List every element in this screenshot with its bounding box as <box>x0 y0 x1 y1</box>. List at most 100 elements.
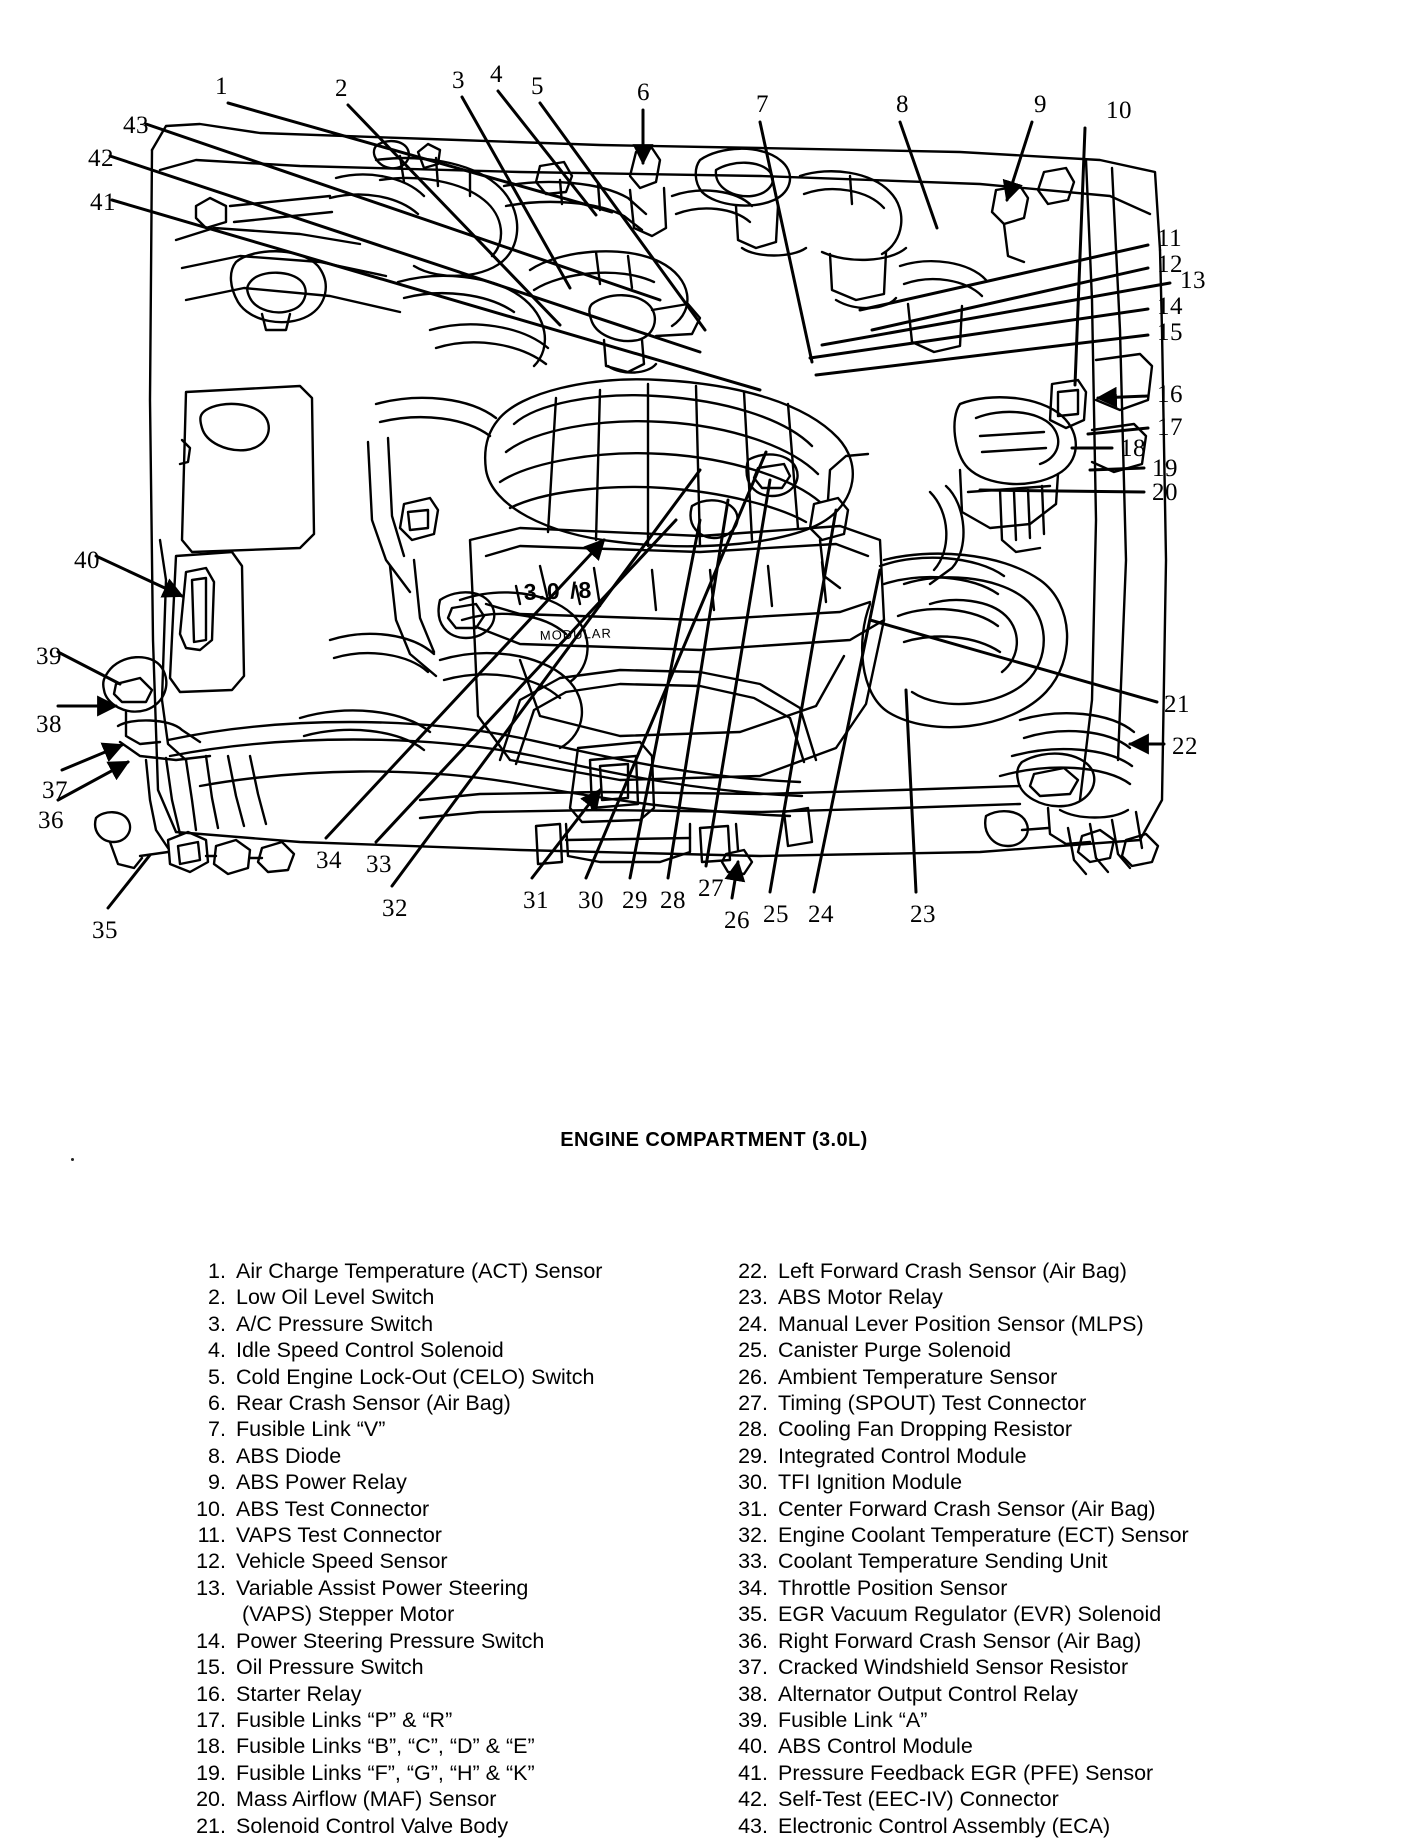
legend-item-4: 4. Idle Speed Control Solenoid <box>176 1337 716 1363</box>
legend-item-41: 41.Pressure Feedback EGR (PFE) Sensor <box>718 1760 1338 1786</box>
legend-item-number: 4 <box>208 1338 220 1363</box>
legend-item-number: 25 <box>738 1338 762 1363</box>
legend-item-number: 3 <box>208 1311 220 1336</box>
callout-number-11: 11 <box>1157 225 1183 252</box>
leader-line-34 <box>324 538 606 840</box>
legend-item-label: Idle Speed Control Solenoid <box>236 1338 504 1363</box>
legend-item-dot: . <box>220 1734 226 1759</box>
legend-item-dot: . <box>762 1470 768 1495</box>
legend-item-dot: . <box>220 1549 226 1574</box>
leader-line-15 <box>814 333 1150 377</box>
legend-item-23: 23.ABS Motor Relay <box>718 1284 1338 1310</box>
callout-number-35: 35 <box>92 917 118 944</box>
legend-item-number: 7 <box>208 1417 220 1442</box>
legend-item-2: 2.Low Oil Level Switch <box>176 1284 716 1310</box>
legend-item-number: 36 <box>738 1628 762 1653</box>
legend-item-number: 11 <box>197 1523 220 1548</box>
legend-item-dot: . <box>762 1655 768 1680</box>
legend-item-number: 39 <box>738 1707 762 1732</box>
legend-item-39: 39. Fusible Link “A” <box>718 1707 1338 1733</box>
legend-item-number: 13 <box>196 1575 220 1600</box>
legend-item-dot: . <box>762 1760 768 1785</box>
legend-item-label: Self-Test (EEC-IV) Connector <box>778 1787 1059 1812</box>
legend-item-25: 25.Canister Purge Solenoid <box>718 1337 1338 1363</box>
legend-item-label: ABS Test Connector <box>236 1496 430 1521</box>
legend-item-dot: . <box>220 1523 226 1548</box>
callout-number-43: 43 <box>123 112 149 139</box>
legend-item-label: Alternator Output Control Relay <box>778 1681 1078 1706</box>
legend-item-dot: . <box>220 1259 226 1283</box>
legend-item-dot: . <box>220 1681 226 1706</box>
callout-number-32: 32 <box>382 895 408 922</box>
callout-number-27: 27 <box>698 875 724 902</box>
legend-item-dot: . <box>220 1655 226 1680</box>
leader-line-26 <box>724 859 746 900</box>
legend-item-label: A/C Pressure Switch <box>236 1311 434 1336</box>
legend-item-number: 22 <box>738 1259 762 1283</box>
leader-line-24 <box>812 568 882 894</box>
legend-item-43: 43.Electronic Control Assembly (ECA) <box>718 1813 1338 1839</box>
legend-item-dot: . <box>762 1443 768 1468</box>
leader-line-25 <box>768 508 838 894</box>
legend-item-31: 31.Center Forward Crash Sensor (Air Bag) <box>718 1496 1338 1522</box>
leader-line-35 <box>106 853 152 910</box>
callout-number-40: 40 <box>74 547 100 574</box>
leader-line-21 <box>868 618 1159 704</box>
legend-item-35: 35.EGR Vacuum Regulator (EVR) Solenoid <box>718 1601 1338 1627</box>
legend-item-32: 32.Engine Coolant Temperature (ECT) Sens… <box>718 1522 1338 1548</box>
legend-item-dot: . <box>220 1575 226 1600</box>
callout-number-6: 6 <box>637 79 650 106</box>
legend-item-label: Cooling Fan Dropping Resistor <box>778 1417 1072 1442</box>
leader-line-36 <box>56 760 130 802</box>
legend-item-label: Canister Purge Solenoid <box>778 1338 1012 1363</box>
callout-number-19: 19 <box>1152 455 1178 482</box>
callout-number-34: 34 <box>316 847 342 874</box>
legend-item-30: 30.TFI Ignition Module <box>718 1469 1338 1495</box>
legend-item-38: 38.Alternator Output Control Relay <box>718 1681 1338 1707</box>
legend-item-label: Pressure Feedback EGR (PFE) Sensor <box>778 1760 1154 1785</box>
leader-line-27 <box>704 478 772 868</box>
leader-line-9 <box>1002 120 1034 202</box>
legend-item-dot: . <box>762 1707 768 1732</box>
legend-item-number: 32 <box>738 1523 762 1548</box>
legend-item-10: 10.ABS Test Connector <box>176 1496 716 1522</box>
leader-line-19 <box>1088 466 1146 472</box>
leader-line-4 <box>496 89 598 217</box>
legend-item-number: 6 <box>208 1391 220 1416</box>
legend-item-dot: . <box>762 1575 768 1600</box>
legend-column-right: 22.Left Forward Crash Sensor (Air Bag)23… <box>718 1258 1338 1839</box>
legend-item-21: 21.Solenoid Control Valve Body <box>176 1813 716 1839</box>
legend-item-label: Ambient Temperature Sensor <box>778 1364 1058 1389</box>
legend-item-number: 40 <box>738 1734 762 1759</box>
legend-item-26: 26.Ambient Temperature Sensor <box>718 1364 1338 1390</box>
legend-item-dot: . <box>220 1364 226 1389</box>
legend-item-label: Cold Engine Lock-Out (CELO) Switch <box>236 1364 595 1389</box>
leader-line-42 <box>108 154 702 354</box>
legend-item-number: 15 <box>196 1655 220 1680</box>
callout-number-39: 39 <box>36 643 62 670</box>
callout-number-38: 38 <box>36 711 62 738</box>
legend-item-number: 27 <box>738 1391 762 1416</box>
legend-item-dot: . <box>762 1681 768 1706</box>
legend-item-label: Fusible Links “B”, “C”, “D” & “E” <box>236 1734 535 1759</box>
legend-item-dot: . <box>220 1707 226 1732</box>
svg-text:MODULAR: MODULAR <box>540 625 612 643</box>
legend-item-label: Fusible Link “A” <box>778 1707 928 1732</box>
legend-item-11: 11.VAPS Test Connector <box>176 1522 716 1548</box>
legend-item-label: Starter Relay <box>236 1681 362 1706</box>
legend-item-label: Cracked Windshield Sensor Resistor <box>778 1655 1129 1680</box>
legend-item-number: 43 <box>738 1813 762 1838</box>
legend-item-9: 9.ABS Power Relay <box>176 1469 716 1495</box>
legend-item-dot: . <box>762 1602 768 1627</box>
legend-item-dot: . <box>220 1338 226 1363</box>
leader-line-31 <box>530 788 602 880</box>
legend-item-42: 42.Self-Test (EEC-IV) Connector <box>718 1786 1338 1812</box>
legend-item-number: 30 <box>738 1470 762 1495</box>
legend-item-number: 24 <box>738 1311 762 1336</box>
leader-line-11 <box>858 243 1150 312</box>
leader-line-16 <box>1095 386 1150 408</box>
legend-item-label: Fusible Links “F”, “G”, “H” & “K” <box>236 1760 535 1785</box>
leader-line-7 <box>758 120 814 364</box>
callout-number-13: 13 <box>1180 267 1206 294</box>
